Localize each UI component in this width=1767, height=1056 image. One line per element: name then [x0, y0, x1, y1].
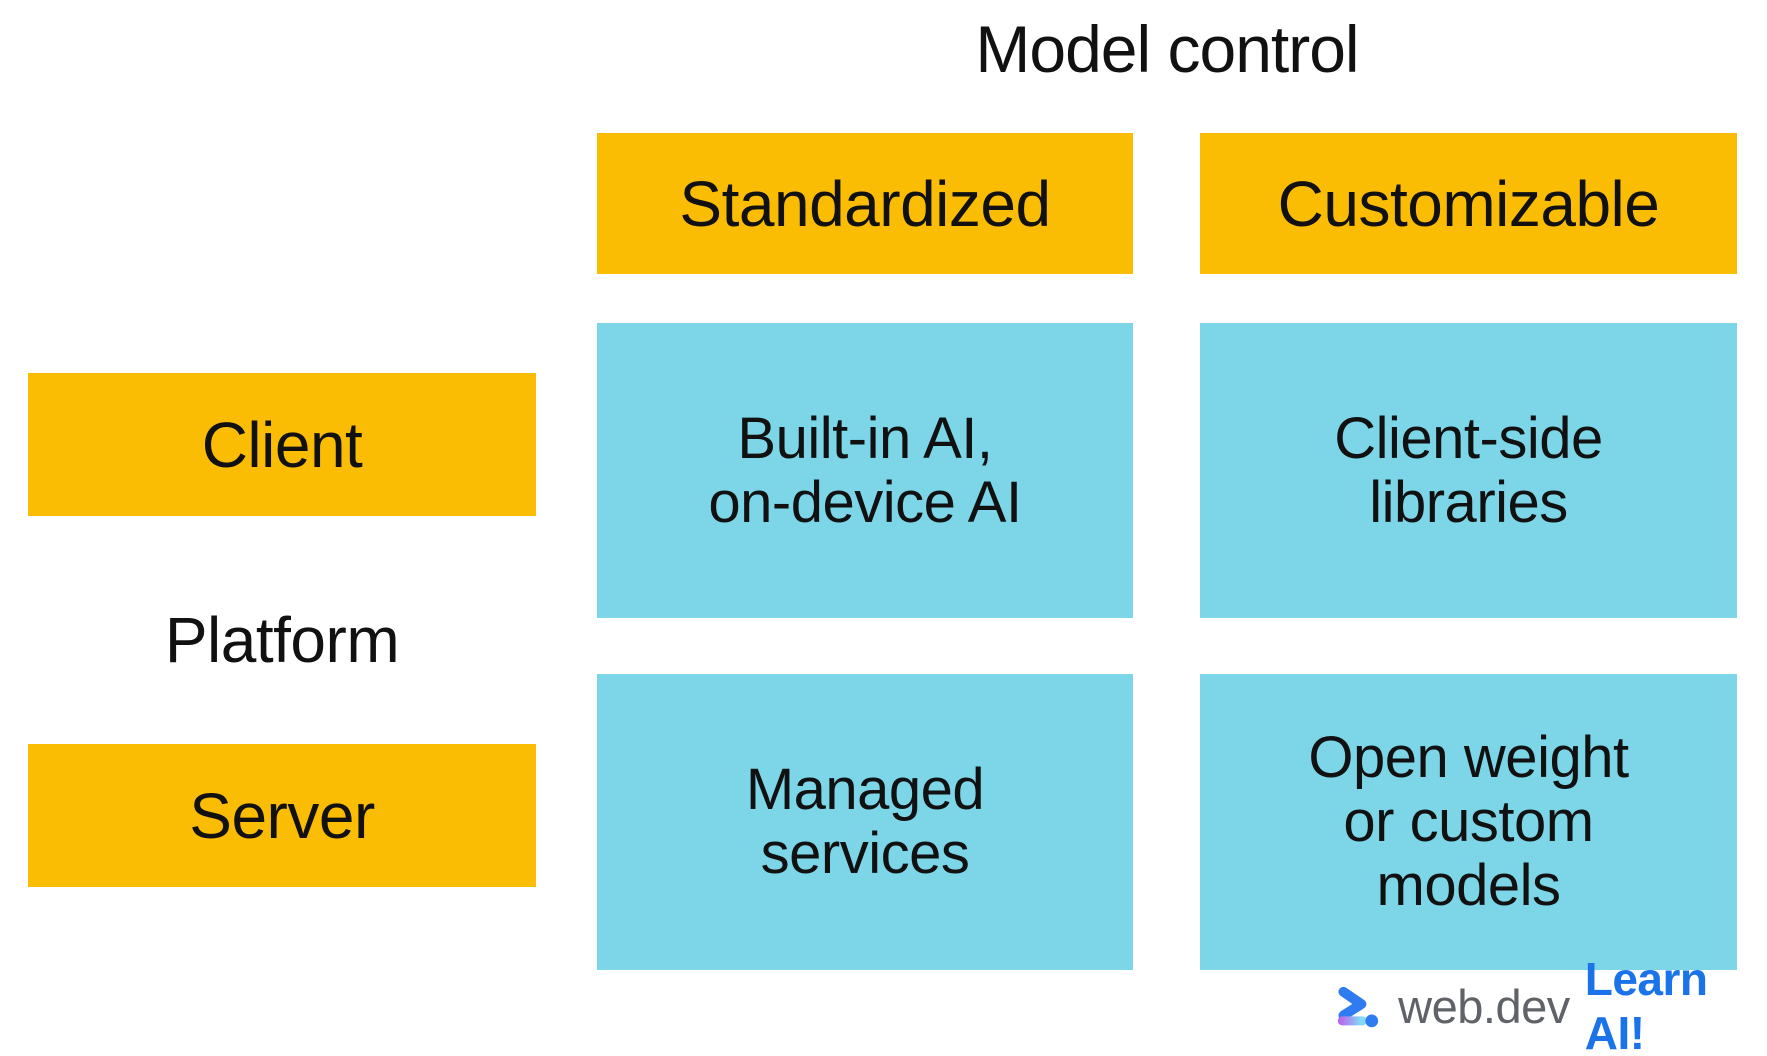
row-header-client: Client [28, 373, 536, 516]
cell-server-standardized: Managed services [597, 674, 1133, 970]
brand-name: web.dev [1398, 979, 1570, 1033]
footer-brand-lockup: web.dev Learn AI! [1334, 953, 1767, 1056]
cell-server-customizable: Open weight or custom models [1200, 674, 1737, 970]
cell-client-customizable: Client-side libraries [1200, 323, 1737, 618]
column-header-customizable: Customizable [1200, 133, 1737, 274]
web-dev-logo-icon [1337, 986, 1379, 1028]
column-header-standardized: Standardized [597, 133, 1133, 274]
row-axis-label-platform: Platform [164, 604, 400, 676]
campaign-label: Learn AI! [1584, 953, 1708, 1056]
diagram-title: Model control [975, 12, 1359, 86]
cell-client-standardized: Built-in AI, on-device AI [597, 323, 1133, 618]
row-header-server: Server [28, 744, 536, 887]
